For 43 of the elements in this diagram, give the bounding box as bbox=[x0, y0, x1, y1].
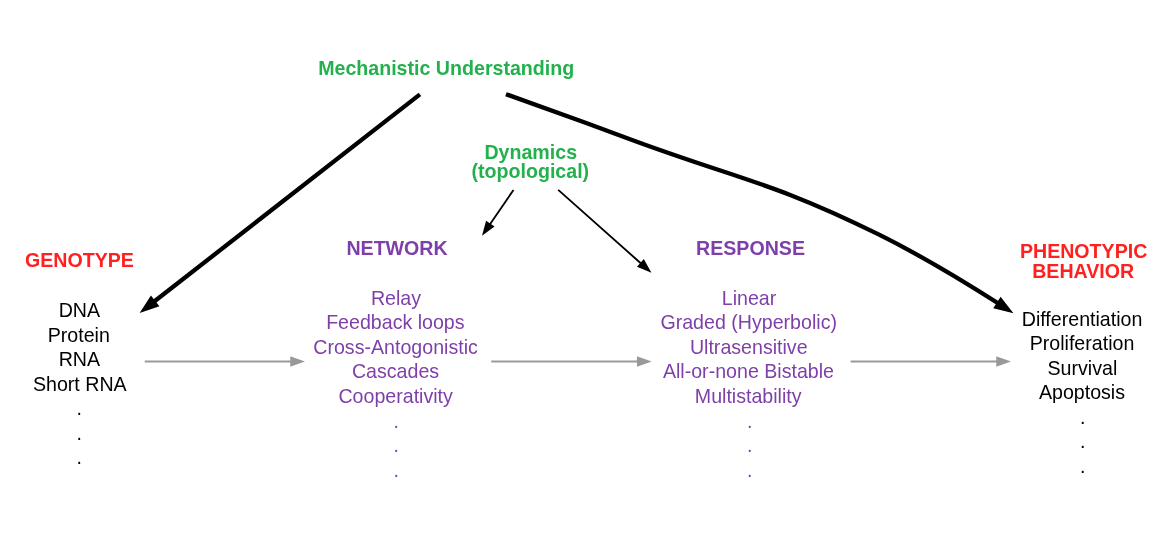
node-label: . bbox=[746, 458, 753, 481]
node-label: . bbox=[76, 421, 82, 444]
node-label: Protein bbox=[47, 323, 110, 346]
node-label: . bbox=[1080, 430, 1086, 453]
node-label: . bbox=[1080, 454, 1086, 477]
node-text: RESPONSE bbox=[696, 236, 806, 259]
node-label: Cascades bbox=[351, 360, 440, 383]
arrow bbox=[482, 189, 515, 236]
node-text: GENOTYPE bbox=[24, 248, 134, 271]
node-label: Graded (Hyperbolic) bbox=[660, 311, 838, 334]
arrow bbox=[849, 356, 1011, 367]
node-text: NETWORK bbox=[346, 236, 448, 259]
node-label: Cooperativity bbox=[338, 384, 453, 407]
arrow bbox=[490, 356, 652, 367]
node-label: Linear bbox=[721, 286, 777, 309]
node-label: Differentiation bbox=[1021, 307, 1143, 330]
node-label: Relay bbox=[370, 286, 422, 309]
node-label: All-or-none Bistable bbox=[662, 360, 835, 383]
node-label: Cross-Antogonistic bbox=[313, 335, 478, 358]
node-label: . bbox=[76, 397, 82, 420]
node-label: Ultrasensitive bbox=[689, 335, 808, 358]
arrow bbox=[139, 92, 422, 313]
node-text: Mechanistic Understanding bbox=[318, 57, 575, 80]
node-label: Multistability bbox=[694, 384, 802, 407]
node-label: . bbox=[76, 446, 82, 469]
node-label: . bbox=[746, 434, 753, 457]
node-label: . bbox=[393, 434, 400, 457]
node-label: . bbox=[393, 458, 400, 481]
node-text: Dynamics (topological) bbox=[471, 140, 590, 183]
arrow bbox=[557, 189, 652, 273]
arrow bbox=[505, 92, 1014, 314]
node-label: DNA bbox=[58, 299, 101, 322]
node-text: PHENOTYPIC BEHAVIOR bbox=[1019, 240, 1148, 282]
node-label: . bbox=[746, 409, 753, 432]
node-label: Feedback loops bbox=[326, 311, 465, 334]
node-label: . bbox=[393, 409, 400, 432]
node-label: Proliferation bbox=[1029, 332, 1135, 355]
node-label: Apoptosis bbox=[1038, 381, 1126, 404]
node-label: . bbox=[1080, 405, 1086, 428]
node-label: RNA bbox=[58, 348, 101, 371]
node-label: Survival bbox=[1047, 356, 1118, 379]
arrow bbox=[143, 356, 305, 367]
node-label: Short RNA bbox=[32, 372, 127, 395]
